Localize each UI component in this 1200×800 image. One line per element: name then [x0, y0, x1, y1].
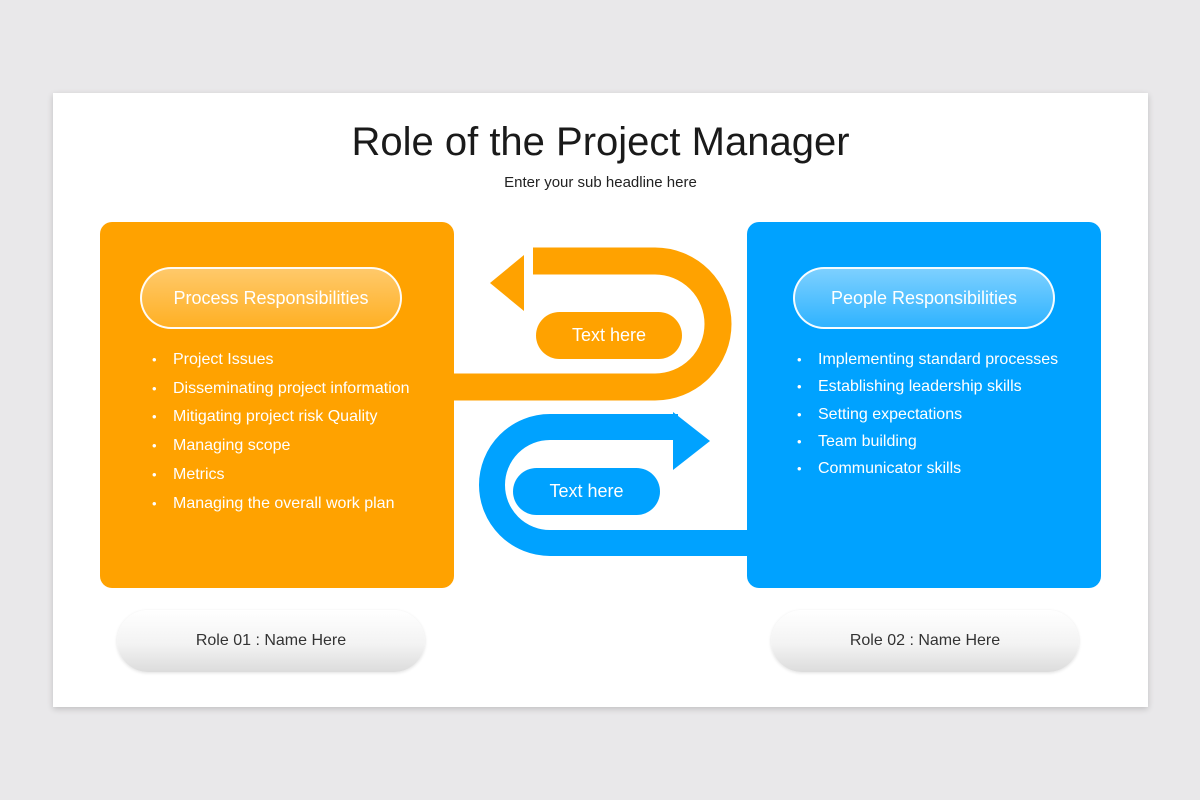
- flow-arrows: [453, 247, 748, 556]
- list-item: Communicator skills: [797, 455, 1087, 483]
- orange-arrow-label: Text here: [536, 312, 682, 359]
- list-item: Metrics: [152, 461, 432, 490]
- blue-arrow-body: [479, 414, 748, 556]
- blue-arrow-label: Text here: [513, 468, 660, 515]
- list-item: Disseminating project information: [152, 375, 432, 404]
- process-heading: Process Responsibilities: [140, 267, 402, 329]
- role-01-label: Role 01 : Name Here: [117, 610, 425, 672]
- list-item: Managing the overall work plan: [152, 490, 432, 519]
- role-02-label: Role 02 : Name Here: [771, 610, 1079, 672]
- list-item: Setting expectations: [797, 401, 1087, 429]
- slide: Role of the Project Manager Enter your s…: [53, 93, 1148, 707]
- list-item: Mitigating project risk Quality: [152, 403, 432, 432]
- list-item: Establishing leadership skills: [797, 373, 1087, 401]
- people-list: Implementing standard processes Establis…: [797, 346, 1087, 483]
- list-item: Managing scope: [152, 432, 432, 461]
- people-heading: People Responsibilities: [793, 267, 1055, 329]
- orange-arrow-body: [453, 247, 732, 401]
- orange-arrowhead: [490, 255, 524, 311]
- process-card: Process Responsibilities Project Issues …: [100, 222, 454, 588]
- list-item: Implementing standard processes: [797, 346, 1087, 374]
- list-item: Project Issues: [152, 346, 432, 375]
- list-item: Team building: [797, 428, 1087, 456]
- page-subtitle: Enter your sub headline here: [504, 174, 697, 191]
- page-title: Role of the Project Manager: [351, 120, 850, 164]
- blue-arrowhead: [673, 412, 710, 470]
- process-list: Project Issues Disseminating project inf…: [152, 346, 432, 518]
- people-card: People Responsibilities Implementing sta…: [747, 222, 1101, 588]
